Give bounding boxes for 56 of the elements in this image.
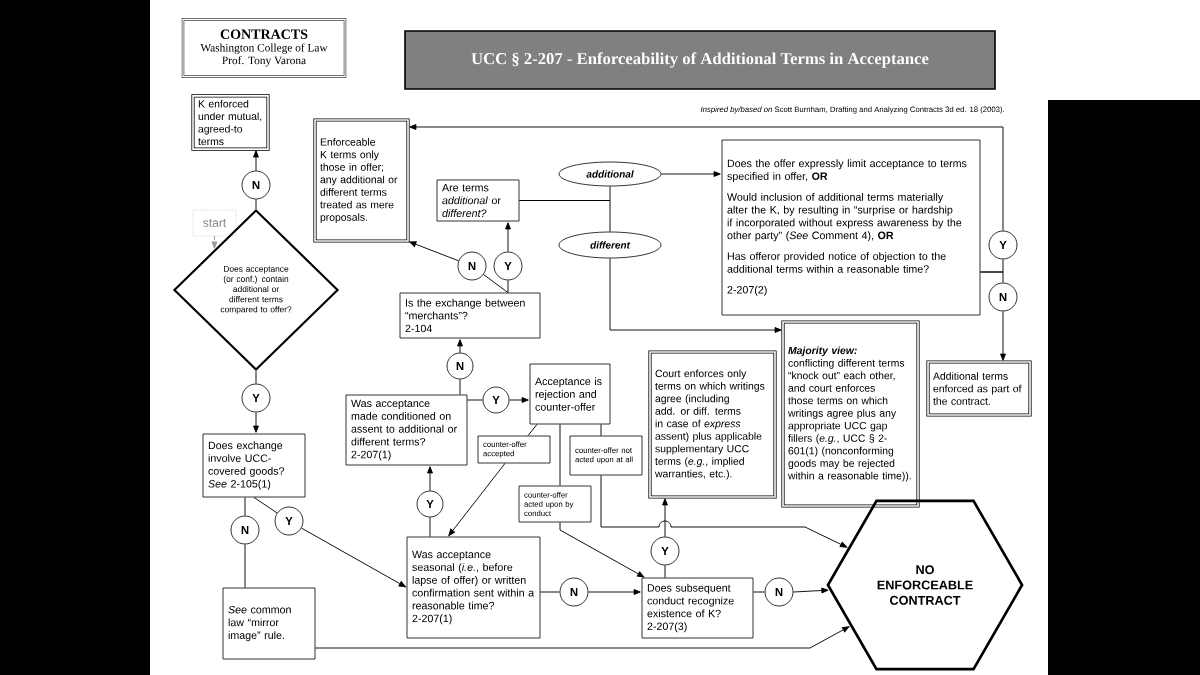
connector-line [664, 564, 666, 579]
arrow [457, 339, 463, 354]
arrow [1000, 310, 1006, 361]
result-box: Court enforces only terms on which writings agree (including add. or diff. terms in case of express assent) plus applicable supplementary UCC terms (e.g., implied warranties, etc.). [648, 350, 777, 499]
arrow [211, 235, 218, 249]
question-box: Acceptance is rejection and counter-offer [529, 363, 611, 425]
connector-line [979, 271, 1004, 284]
start-label: start [192, 209, 237, 237]
question-box: See common law “mirror image” rule. [222, 587, 316, 660]
connector-line [507, 279, 509, 294]
connector-line [483, 274, 509, 294]
connector-line [255, 370, 257, 385]
arrow [427, 466, 433, 492]
arrow [660, 171, 721, 177]
connector-line [600, 423, 602, 437]
arrow [609, 257, 782, 333]
arrow [559, 521, 645, 578]
arrow [253, 411, 259, 433]
connector-line [244, 496, 246, 517]
question-box: Does exchange involve UCC-covered goods? See 2-105(1) [202, 433, 306, 498]
result-box: Enforceable K terms only those in offer; any additional or different terms treated as mere proposals. [313, 118, 410, 243]
arrow [587, 589, 641, 595]
connector-line [527, 423, 538, 437]
connector-line [459, 378, 461, 396]
arrow [600, 474, 848, 548]
arrow [448, 462, 506, 537]
result-box: Additional terms enforced as part of the contract. [926, 360, 1032, 417]
question-box: Are terms additional or different? [436, 179, 520, 222]
result-box: Majority view: conflicting different terms “knock out” each other, and court enforces those terms on which writings agree plus any appropriate UCC gap fillers (e.g., UCC § 2-601(1) (nonconforming goods may be rejected within a reasonable time)). [781, 320, 920, 508]
arrow [792, 587, 829, 594]
arrow [409, 241, 460, 262]
arrow [662, 498, 668, 538]
arrow [505, 222, 511, 253]
question-box: Is the exchange between “merchants”? 2-104 [399, 292, 541, 339]
connector-line [559, 423, 561, 487]
question-box: Was acceptance made conditioned on assent to additional or different terms? 2-207(1) [345, 394, 468, 466]
connector-line [539, 591, 561, 593]
connector-line [466, 399, 484, 401]
connector-line [253, 496, 278, 514]
arrow [508, 397, 529, 403]
connector-line [244, 543, 246, 589]
arrow [253, 150, 259, 172]
question-box: Does subsequent conduct recognize existence of K? 2-207(3) [641, 577, 754, 639]
connector-line [255, 198, 257, 210]
title-banner: UCC § 2-207 - Enforceability of Additional Terms in Acceptance [404, 30, 996, 90]
connector-line [429, 516, 431, 538]
result-box: K enforced under mutual, agreed-to terms [191, 94, 270, 151]
outcome-hexagon: NO ENFORCEABLE CONTRACT [826, 499, 1024, 671]
arrow [409, 124, 1004, 232]
arrow [301, 527, 406, 588]
connector-line [518, 200, 611, 233]
question-box: Does the offer expressly limit acceptance to terms specified in offer, OR Would inclusion of additional terms materially alter the K, by resulting in “surprise or hardship if incorporated without express awareness by the other party” (See Comment 4), OR Has offeror provided notice of objection to the additional terms within a reasonable time? 2-207(2) [721, 139, 981, 316]
question-box: Was acceptance seasonal (i.e., before lapse of offer) or written confirmation sent within a reasonable time? 2-207(1) [406, 536, 541, 639]
connector-line [752, 591, 766, 593]
header-box: CONTRACTS Washington College of Law Prof. Tony Varona [181, 18, 347, 78]
arrow [314, 626, 850, 649]
